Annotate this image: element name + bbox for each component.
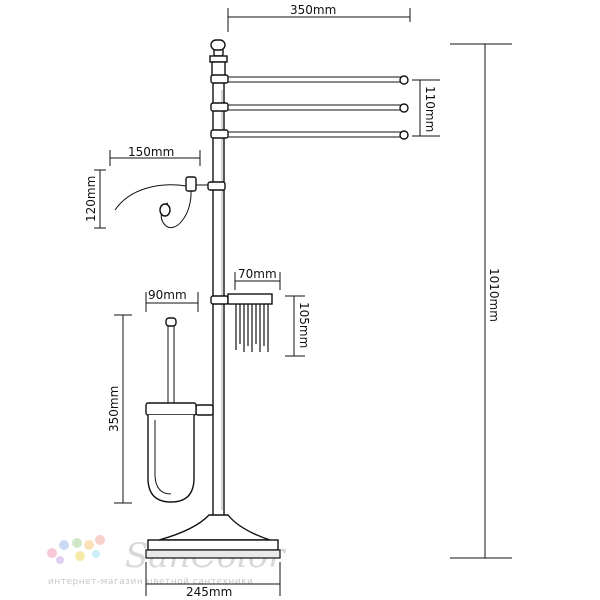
towel-bar-2 xyxy=(210,102,409,113)
dim-label-350-bar: 350mm xyxy=(290,3,336,17)
pole-finial xyxy=(209,39,228,81)
dim-label-120: 120mm xyxy=(84,176,98,222)
dim-basket-height: 105mm xyxy=(285,295,311,357)
dim-holder-width: 150mm xyxy=(109,145,201,166)
dim-brush-height: 350mm xyxy=(107,314,132,504)
dim-label-1010: 1010mm xyxy=(487,268,501,322)
toilet-brush-holder xyxy=(145,317,214,503)
dim-base-width: 245mm xyxy=(145,562,281,599)
watermark-tagline: интернет-магазин цветной сантехники xyxy=(48,577,253,587)
wire-basket xyxy=(210,293,273,352)
dim-label-150: 150mm xyxy=(128,145,174,159)
dim-label-90: 90mm xyxy=(148,288,187,302)
basket-wires xyxy=(235,304,269,352)
towel-bar-1 xyxy=(210,74,409,85)
stand-base xyxy=(145,514,281,559)
dim-label-110: 110mm xyxy=(423,86,437,132)
paper-holder xyxy=(114,176,226,229)
towel-bar-3 xyxy=(210,129,409,140)
dim-label-245: 245mm xyxy=(186,585,232,599)
watermark-dots xyxy=(47,535,105,564)
dim-basket-width: 70mm xyxy=(234,267,281,290)
dim-label-105: 105mm xyxy=(297,302,311,348)
dim-label-350-brush: 350mm xyxy=(107,386,121,432)
dim-towel-bar-length: 350mm xyxy=(227,3,411,32)
dim-total-height: 1010mm xyxy=(450,43,512,559)
dim-brush-width: 90mm xyxy=(145,288,199,312)
dim-bar-spacing: 110mm xyxy=(412,79,440,137)
dim-holder-height: 120mm xyxy=(84,169,106,229)
dim-label-70: 70mm xyxy=(238,267,277,281)
